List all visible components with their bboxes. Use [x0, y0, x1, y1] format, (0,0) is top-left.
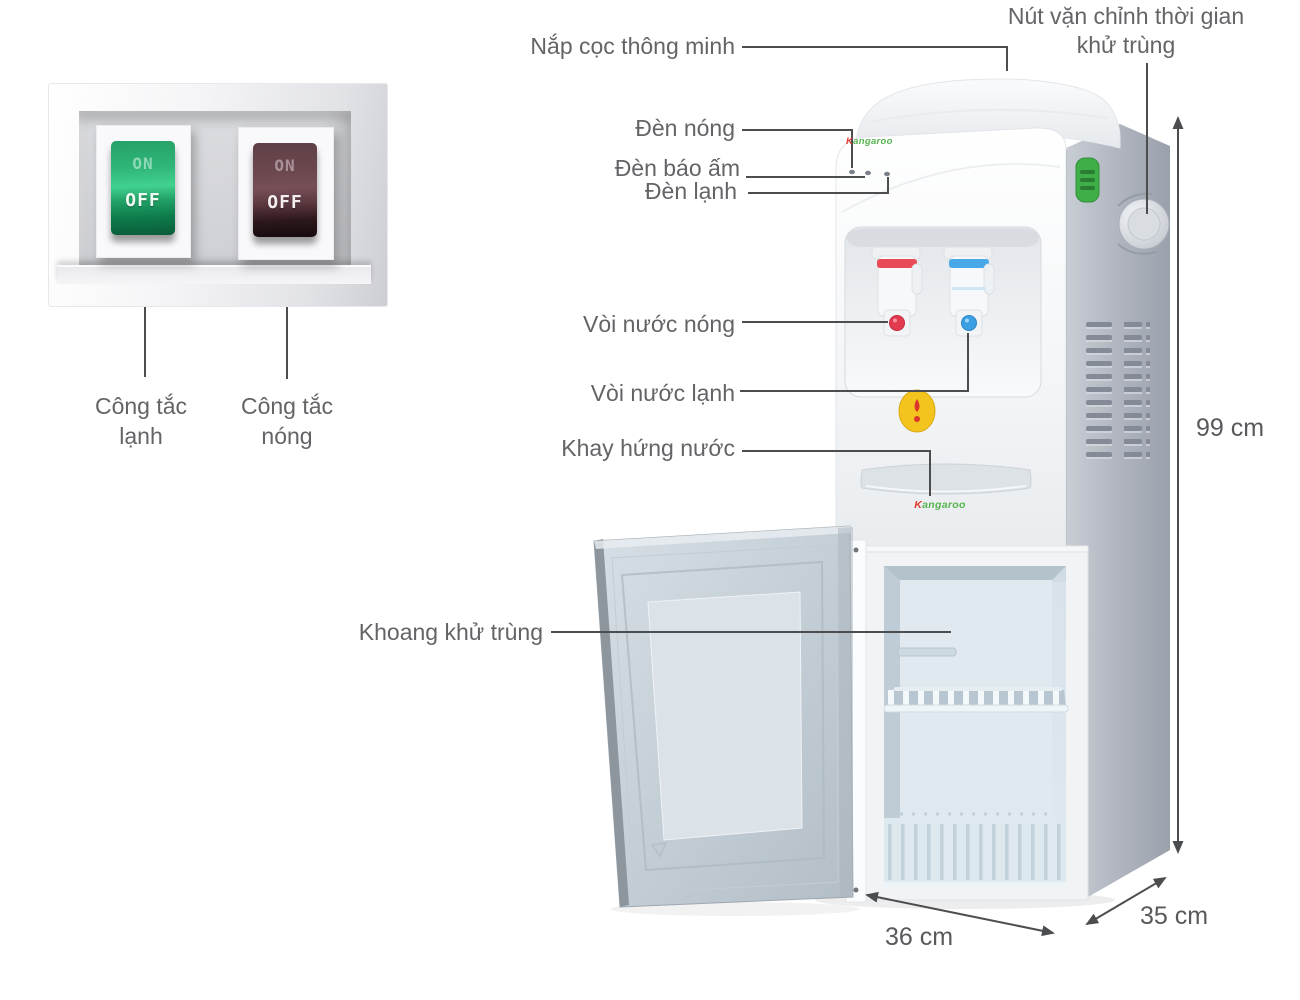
compartment-floor — [884, 812, 1066, 887]
vent-grille — [1086, 322, 1112, 465]
label-cold-light: Đèn lạnh — [644, 178, 737, 204]
shelf-rail — [897, 647, 957, 657]
hot-switch-rocker[interactable]: ON OFF — [253, 143, 317, 237]
label-cold-tap: Vòi nước lạnh — [590, 380, 735, 406]
hot-switch-on-label: ON — [274, 156, 296, 175]
dimension-width: 36 cm — [885, 923, 954, 951]
cold-tap — [943, 246, 995, 337]
label-hot-light: Đèn nóng — [635, 115, 735, 141]
cold-switch-bezel: ON OFF — [96, 125, 191, 258]
ground-shadow — [610, 891, 1115, 916]
hot-tap — [871, 246, 923, 337]
cold-switch-rocker[interactable]: ON OFF — [111, 141, 175, 235]
cold-switch-off-label: OFF — [125, 190, 161, 211]
hot-switch-off-label: OFF — [267, 192, 303, 213]
drip-tray — [860, 463, 1032, 495]
sterilizing-compartment — [845, 539, 1089, 903]
hot-switch-bezel: ON OFF — [238, 127, 334, 260]
vent-grille — [1124, 320, 1150, 465]
tap-alcove — [844, 226, 1042, 398]
brand-logo-front: Kangaroo — [914, 499, 966, 511]
dimension-height: 99 cm — [1196, 414, 1265, 442]
label-cold-switch: Công tắc lạnh — [94, 393, 188, 449]
dimension-depth: 35 cm — [1140, 902, 1209, 930]
label-timer-knob: Nút vặn chỉnh thời gian khử trùng — [1007, 3, 1245, 58]
timer-knob — [1117, 192, 1170, 255]
cold-switch-on-label: ON — [132, 154, 154, 173]
indicator-lights — [849, 169, 890, 177]
recycle-mark — [650, 841, 668, 858]
upper-cabinet — [835, 127, 1089, 563]
door-hinge-strip — [845, 539, 867, 903]
label-hot-switch: Công tắc nóng — [240, 393, 334, 449]
label-drip-tray: Khay hứng nước — [561, 435, 735, 461]
energy-sticker — [1075, 157, 1100, 203]
switch-panel-inset: ON OFF ON OFF — [48, 83, 388, 307]
label-warm-light: Đèn báo ấm — [614, 155, 740, 181]
brand-logo-top: Kangaroo — [846, 136, 893, 147]
dimension-arrows — [865, 116, 1184, 937]
label-smart-cap: Nắp cọc thông minh — [530, 33, 735, 59]
smart-cap — [855, 78, 1121, 149]
wire-shelf — [883, 687, 1069, 713]
warning-sticker — [898, 389, 936, 433]
switch-panel-ledge — [57, 265, 371, 284]
side-panel — [1065, 124, 1170, 897]
label-hot-tap: Vòi nước nóng — [583, 311, 735, 337]
label-sterilizing-chamber: Khoang khử trùng — [358, 619, 543, 645]
compartment-door — [593, 525, 854, 908]
